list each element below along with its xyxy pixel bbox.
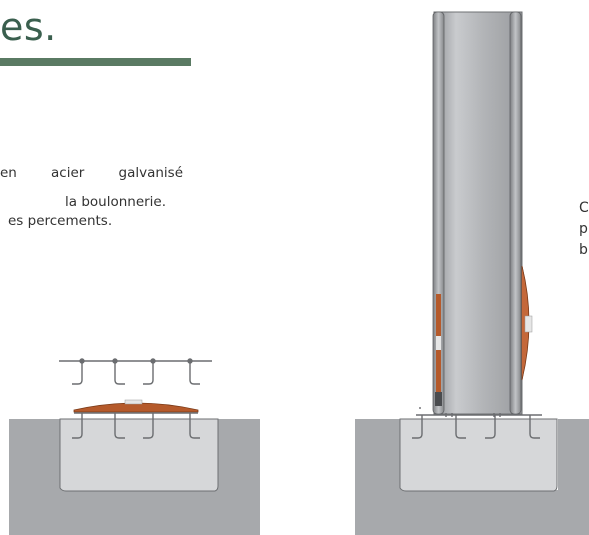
pole-body [433, 11, 523, 415]
pole-anchor-bolts [412, 407, 542, 439]
side-line-1: C [579, 200, 589, 216]
ground-block-right [355, 419, 589, 535]
anchor-cage-and-base-plate [9, 358, 260, 535]
pole-installed-on-foundation [355, 11, 589, 535]
concrete-pit-left [59, 418, 219, 492]
base-plate-label [124, 399, 143, 405]
base-plate [73, 402, 199, 413]
body-line-1: en acier galvanisé [0, 165, 183, 181]
side-line-3: b [579, 242, 588, 258]
body-line-2: la boulonnerie. [65, 194, 167, 210]
body-text: en acier galvanisé la boulonnerie. es pe… [0, 164, 183, 231]
side-text-fragment: C p b [579, 198, 589, 261]
anchor-bolts-floating [72, 358, 200, 385]
anchor-bolts-embedded [72, 412, 200, 439]
body-line-3: es percements. [8, 213, 113, 229]
pole-flange-left [432, 11, 445, 415]
side-line-2: p [579, 221, 588, 237]
pole-flange-right [509, 11, 522, 415]
heading-underline [0, 58, 191, 66]
page-heading: es. [0, 5, 57, 49]
concrete-pit-right [399, 418, 558, 492]
